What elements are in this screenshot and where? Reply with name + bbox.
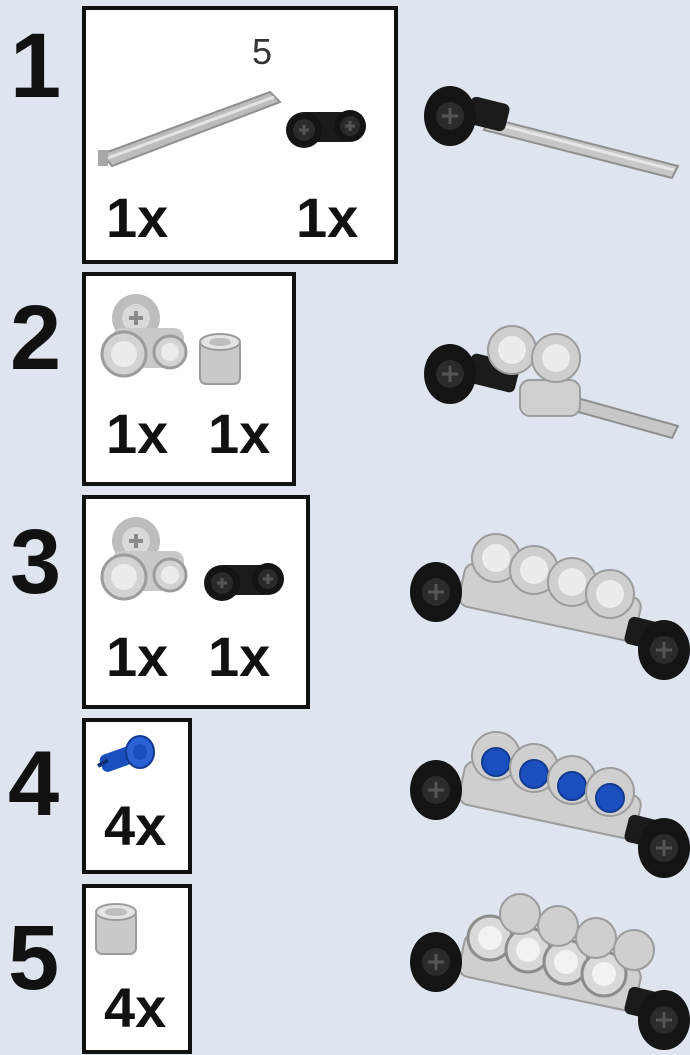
- parts-box-step-1: 5 1x 1x: [82, 6, 398, 264]
- black-connector-icon: [284, 108, 368, 150]
- parts-box-step-4: 4x: [82, 718, 192, 874]
- step-number-5: 5: [8, 907, 60, 1009]
- gray-bush-icon: [95, 903, 137, 955]
- part-qty: 4x: [104, 794, 167, 857]
- assembly-step-2: [422, 325, 680, 440]
- step-number-3: 3: [10, 511, 62, 613]
- assembly-step-1: [422, 84, 680, 180]
- part-qty: 4x: [104, 976, 167, 1039]
- part-qty: 1x: [208, 402, 271, 465]
- parts-box-step-2: 1x 1x: [82, 272, 296, 486]
- gray-bush-icon: [199, 333, 241, 385]
- assembly-step-3: [408, 533, 690, 682]
- part-qty: 1x: [106, 402, 169, 465]
- black-connector-icon: [202, 561, 286, 603]
- axle-5-icon: [98, 90, 282, 168]
- gray-double-connector-icon: [100, 292, 188, 378]
- gray-double-connector-icon: [100, 515, 188, 601]
- assembly-step-4: [408, 731, 690, 880]
- parts-box-step-3: 1x 1x: [82, 495, 310, 709]
- assembly-step-5: [408, 893, 690, 1052]
- blue-pin-icon: [96, 734, 156, 776]
- step-number-4: 4: [8, 733, 60, 835]
- part-qty: 1x: [208, 625, 271, 688]
- axle-length-label: 5: [252, 31, 273, 72]
- part-qty: 1x: [296, 186, 359, 249]
- part-qty: 1x: [106, 186, 169, 249]
- parts-box-step-5: 4x: [82, 884, 192, 1054]
- step-number-2: 2: [10, 287, 62, 389]
- part-qty: 1x: [106, 625, 169, 688]
- step-number-1: 1: [10, 15, 62, 117]
